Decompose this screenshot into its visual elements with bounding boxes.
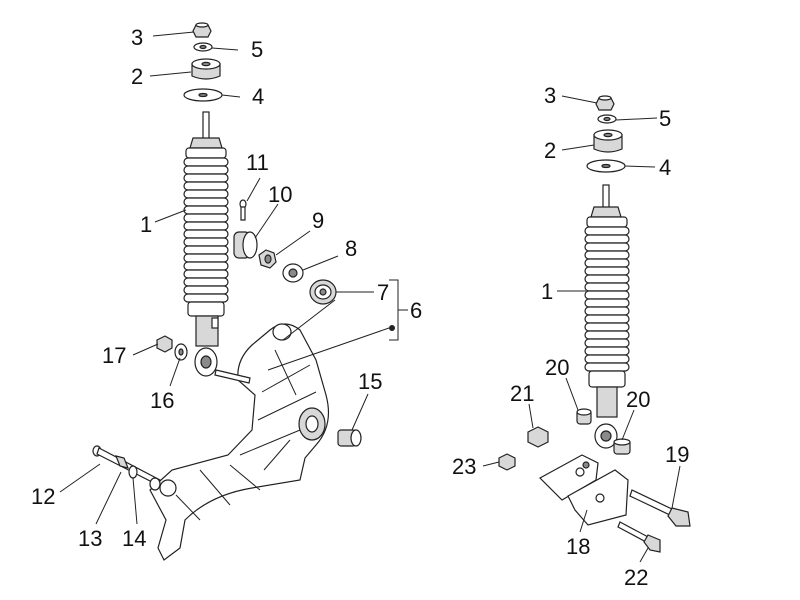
left-shock-absorber (183, 111, 229, 377)
left-bushing (191, 58, 221, 80)
right-bolt-22 (617, 521, 661, 553)
callout-1-right: 1 (541, 279, 553, 304)
right-bushing-20-left (576, 408, 592, 425)
left-shock-spring (183, 157, 229, 303)
left-lock-ring (233, 231, 258, 259)
right-bolt-19 (629, 489, 691, 527)
callout-15-left: 15 (358, 369, 382, 394)
right-nut-23 (498, 453, 516, 471)
callout-3-right: 3 (544, 83, 556, 108)
callout-9-left: 9 (312, 208, 324, 233)
callout-17-left: 17 (102, 343, 126, 368)
callout-4-left: 4 (252, 84, 264, 109)
callout-10-left: 10 (268, 182, 292, 207)
callout-1-left: 1 (140, 212, 152, 237)
left-nut (192, 22, 212, 38)
left-assembly: 3 5 2 4 1 11 10 9 8 7 6 17 16 15 12 13 1… (31, 22, 422, 561)
left-bearing (309, 279, 337, 305)
callout-14-left: 14 (122, 526, 146, 551)
right-washer-small (597, 114, 617, 124)
left-stud (214, 369, 251, 384)
callout-23-right: 23 (452, 454, 476, 479)
left-washer-small (193, 42, 213, 52)
right-assembly: 3 5 2 4 1 20 21 20 19 23 18 22 (452, 83, 691, 590)
callout-12-left: 12 (31, 484, 55, 509)
left-bushing-15 (337, 429, 362, 447)
left-washer-large (183, 88, 223, 102)
callout-7-left: 7 (377, 280, 389, 305)
callout-19-right: 19 (665, 442, 689, 467)
callout-22-right: 22 (624, 565, 648, 590)
right-bushing (593, 129, 623, 153)
right-shock-spring (584, 226, 630, 372)
callout-3-left: 3 (131, 25, 143, 50)
callout-20-right-b: 20 (626, 387, 650, 412)
callout-5-left: 5 (251, 37, 263, 62)
left-swing-arm-ribs (175, 349, 317, 521)
left-bolt (92, 445, 161, 491)
callout-13-left: 13 (78, 526, 102, 551)
left-bullet-dot (389, 325, 395, 331)
right-leader-lines (482, 95, 681, 563)
callout-11-left: 11 (246, 150, 269, 175)
right-washer-large (586, 159, 626, 173)
callout-4-right: 4 (659, 155, 671, 180)
callout-6-left: 6 (410, 298, 422, 323)
callout-20-right-a: 20 (545, 355, 569, 380)
callout-8-left: 8 (345, 236, 357, 261)
left-nut-17 (156, 335, 173, 353)
right-bracket (539, 454, 629, 526)
left-nut-9 (258, 249, 277, 269)
left-pin (239, 199, 247, 221)
callout-16-left: 16 (150, 388, 174, 413)
callout-18-right: 18 (566, 534, 590, 559)
left-washer-16 (174, 343, 188, 361)
callout-2-left: 2 (131, 64, 143, 89)
callout-2-right: 2 (544, 138, 556, 163)
right-shock-absorber (584, 184, 630, 449)
callout-5-right: 5 (659, 106, 671, 131)
right-nut-21 (527, 426, 549, 448)
callout-21-right: 21 (510, 381, 534, 406)
right-bushing-20-right (613, 438, 631, 455)
right-nut (595, 95, 615, 111)
left-washer-8 (282, 263, 304, 283)
left-swing-arm (149, 323, 329, 561)
left-leader-lines (59, 31, 408, 525)
